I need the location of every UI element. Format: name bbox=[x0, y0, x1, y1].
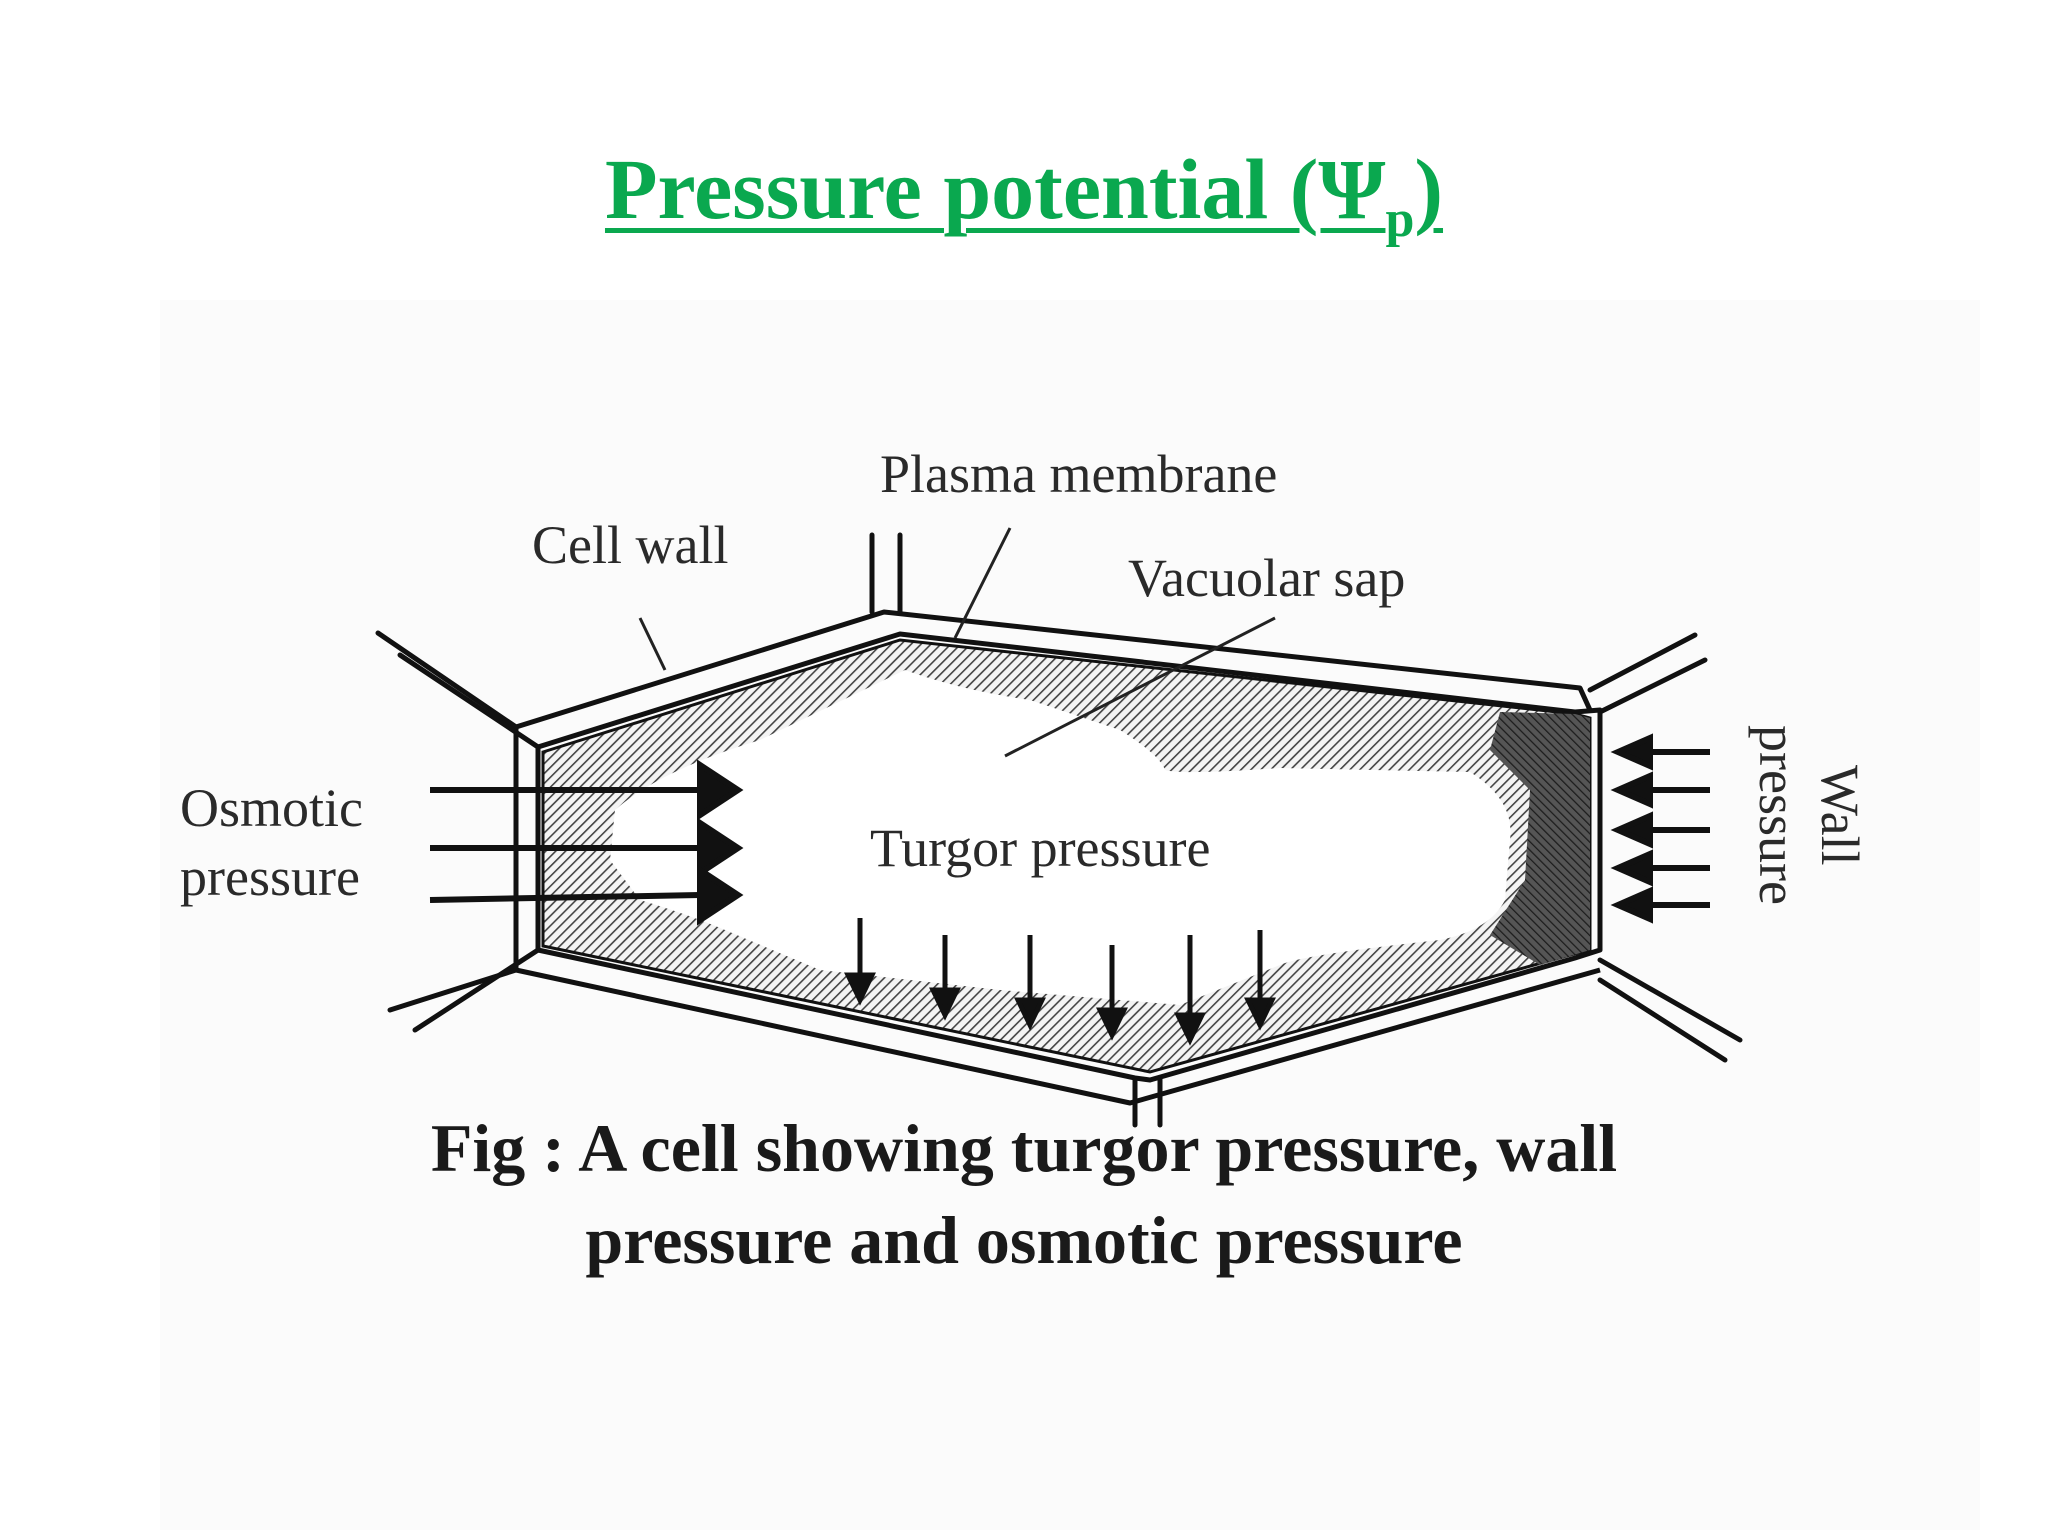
label-vacuolar-sap: Vacuolar sap bbox=[1128, 548, 1405, 608]
label-wall-line1: Wall bbox=[1810, 765, 1870, 866]
osmotic-arrow-2-head bbox=[697, 817, 744, 879]
cell-wall-outer-top bbox=[515, 609, 1593, 730]
osmotic-pressure-arrows bbox=[429, 759, 744, 926]
wall-arrow-4-head bbox=[1610, 849, 1653, 887]
label-wall-pressure: Wall pressure bbox=[1748, 725, 1870, 905]
junction-top-right-b bbox=[1597, 657, 1708, 715]
wall-pressure-arrows bbox=[1610, 733, 1710, 924]
junction-bottom-right-a bbox=[1597, 957, 1743, 1043]
label-osmotic-line1: Osmotic bbox=[180, 778, 363, 838]
turgor-arrow-3-head bbox=[1014, 997, 1046, 1031]
label-turgor-pressure: Turgor pressure bbox=[870, 818, 1211, 878]
cell-wall-outer-bottom bbox=[515, 967, 1601, 1106]
turgor-arrow-6-head bbox=[1244, 997, 1276, 1031]
label-osmotic-line2: pressure bbox=[180, 847, 360, 907]
turgor-pressure-arrows bbox=[844, 918, 1276, 1046]
vacuolar-sap-pointer bbox=[1004, 616, 1276, 758]
junction-bottom-left-b bbox=[412, 947, 541, 1033]
osmotic-arrow-3-head bbox=[697, 864, 744, 926]
turgor-arrow-4-head bbox=[1096, 1007, 1128, 1041]
cell-wall bbox=[513, 609, 1603, 1106]
title-subscript: p bbox=[1385, 191, 1415, 248]
wall-arrow-1-head bbox=[1610, 733, 1653, 771]
title-text: Pressure potential (Ψp) bbox=[604, 141, 1444, 246]
osmotic-arrow-1-head bbox=[697, 759, 744, 821]
title-main: Pressure potential (Ψ bbox=[604, 141, 1386, 237]
turgor-arrow-5-head bbox=[1174, 1012, 1206, 1046]
cytoplasm-dense-right bbox=[1490, 712, 1590, 965]
wall-arrow-3-head bbox=[1610, 811, 1653, 849]
osmotic-arrow-3-shaft bbox=[429, 892, 701, 903]
slide-title: Pressure potential (Ψp) bbox=[0, 146, 2048, 246]
wall-arrow-5-head bbox=[1610, 886, 1653, 924]
label-plasma-membrane: Plasma membrane bbox=[880, 444, 1277, 504]
wall-arrow-2-head bbox=[1610, 771, 1653, 809]
wall-junctions bbox=[375, 532, 1743, 1128]
junction-top-right-a bbox=[1587, 632, 1698, 693]
plasma-membrane-pointer bbox=[953, 527, 1012, 639]
figure-caption-line1: Fig : A cell showing turgor pressure, wa… bbox=[430, 1110, 1618, 1186]
junction-bottom-right-b bbox=[1597, 977, 1728, 1063]
cell-wall-pointer bbox=[638, 617, 667, 671]
junction-top-left-b bbox=[397, 652, 541, 750]
label-cell-wall: Cell wall bbox=[532, 515, 728, 575]
junction-top-left-a bbox=[375, 630, 519, 730]
title-close-paren: ) bbox=[1414, 141, 1444, 237]
turgor-arrow-2-head bbox=[929, 987, 961, 1021]
cell-wall-inner bbox=[535, 631, 1603, 1083]
turgor-arrow-1-head bbox=[844, 972, 876, 1006]
label-wall-line2: pressure bbox=[1748, 725, 1808, 905]
figure-caption-line2: pressure and osmotic pressure bbox=[585, 1202, 1463, 1278]
vacuole bbox=[610, 670, 1511, 1005]
